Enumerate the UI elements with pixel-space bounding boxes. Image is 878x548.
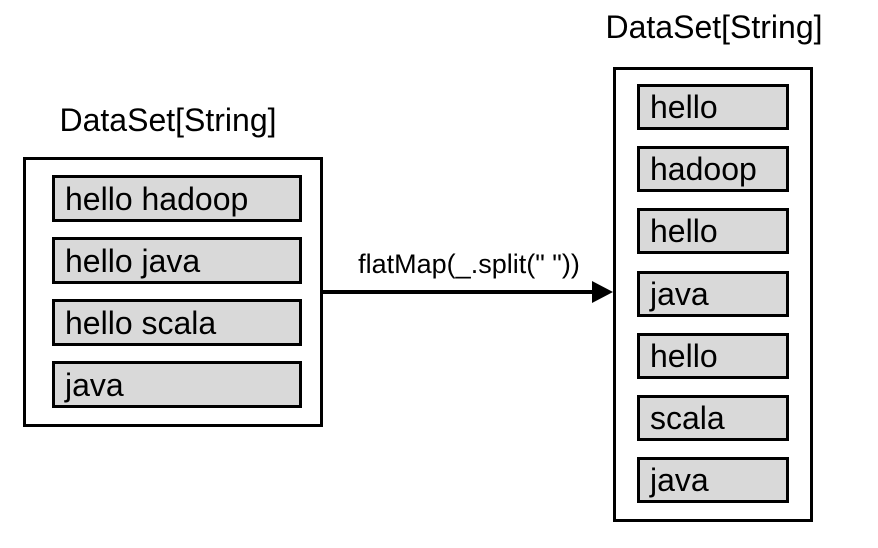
- right-dataset-item: java: [637, 457, 789, 503]
- right-dataset-item: hadoop: [637, 146, 789, 192]
- arrow-head-icon: [592, 281, 613, 303]
- left-dataset-item: hello hadoop: [52, 175, 302, 222]
- right-dataset-item: hello: [637, 333, 789, 379]
- right-dataset-item: hello: [637, 84, 789, 130]
- left-dataset-title: DataSet[String]: [59, 102, 277, 138]
- right-dataset-item: java: [637, 271, 789, 317]
- right-dataset-title: DataSet[String]: [605, 9, 823, 45]
- arrow-line: [323, 290, 598, 294]
- right-dataset-item: hello: [637, 208, 789, 254]
- right-dataset-box: hello hadoop hello java hello scala java: [613, 67, 813, 522]
- left-dataset-item: java: [52, 361, 302, 408]
- right-dataset-item: scala: [637, 395, 789, 441]
- left-dataset-item: hello scala: [52, 299, 302, 346]
- left-dataset-item: hello java: [52, 237, 302, 284]
- left-dataset-box: hello hadoop hello java hello scala java: [23, 157, 323, 427]
- flatmap-arrow-label: flatMap(_.split(" ")): [358, 249, 580, 279]
